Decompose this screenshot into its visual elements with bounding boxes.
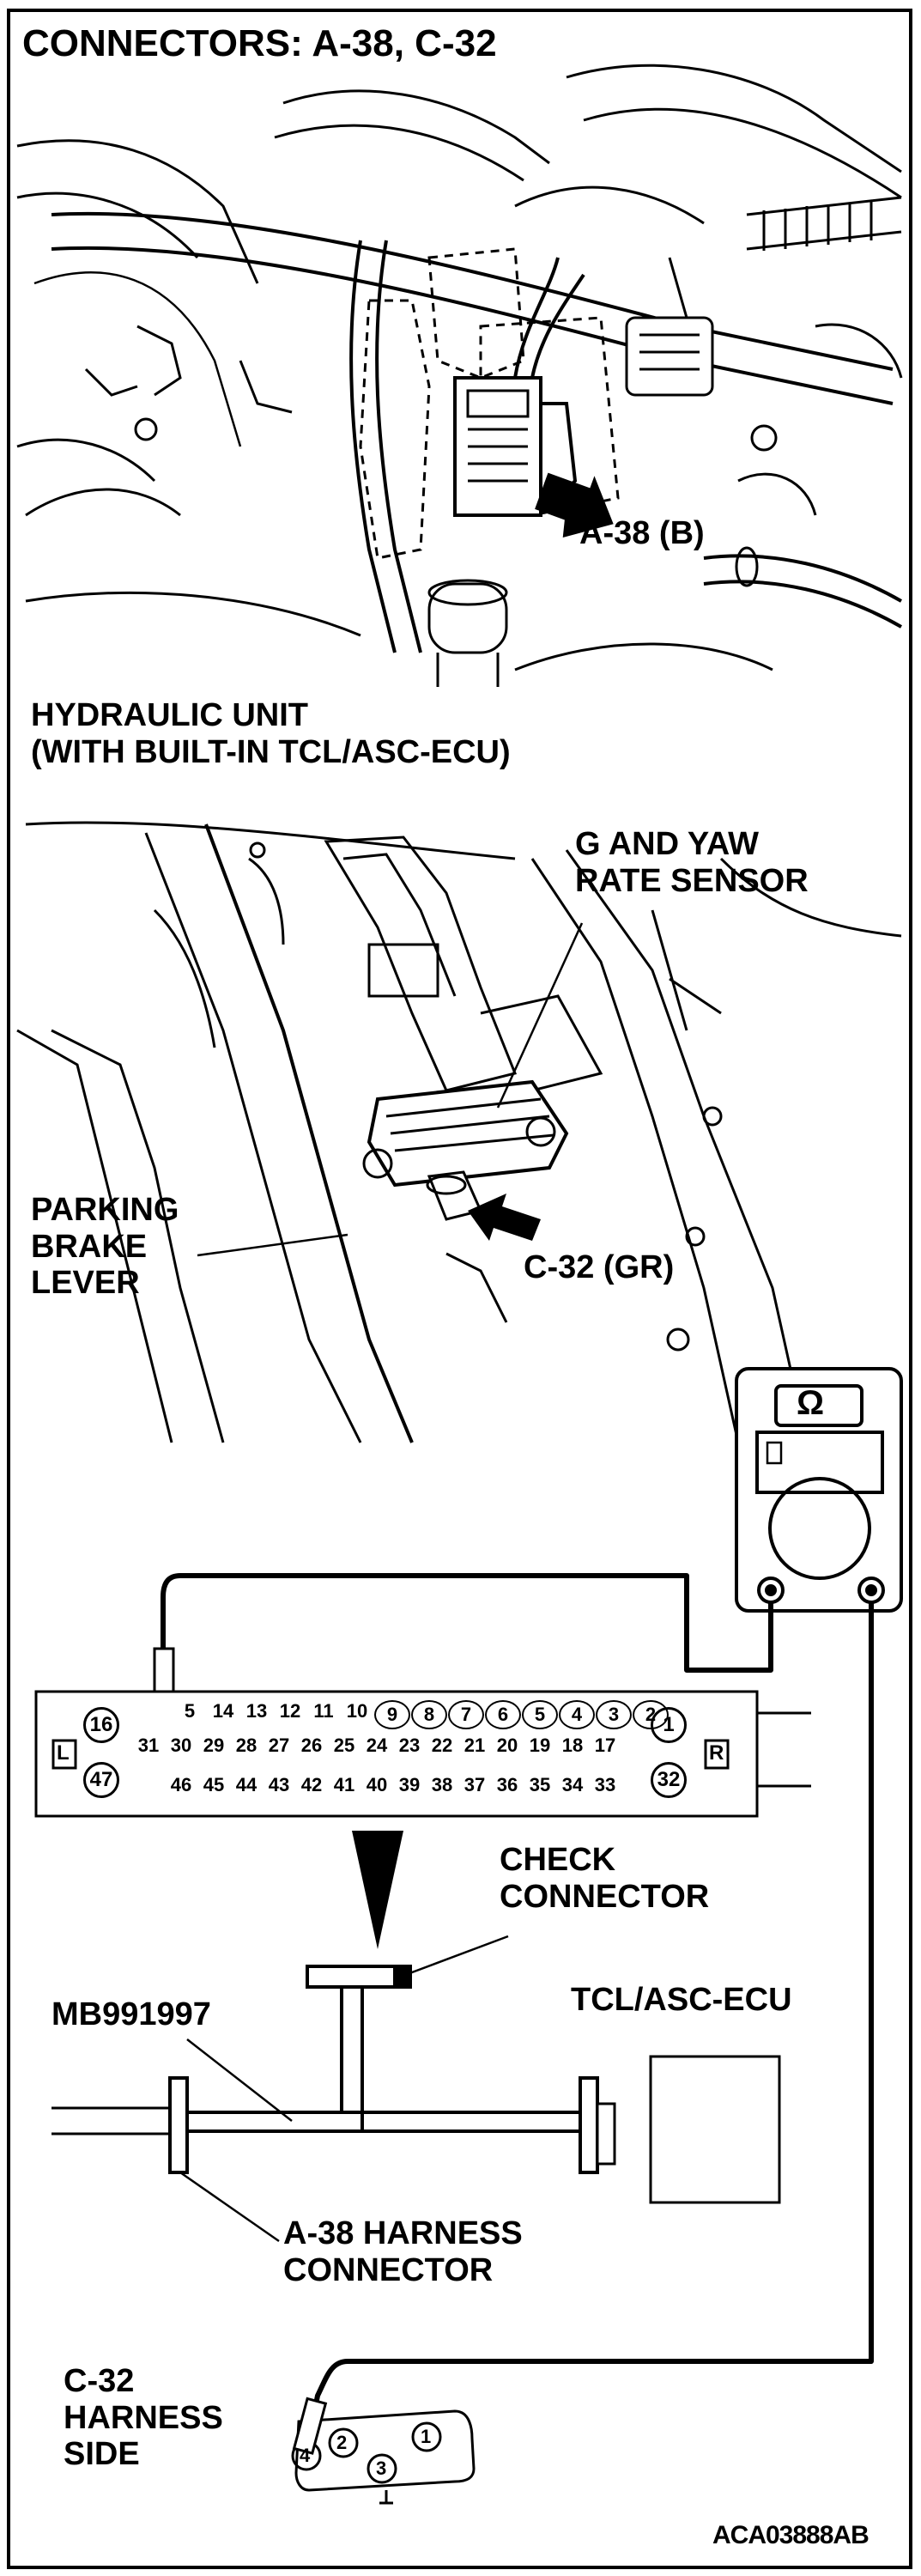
pin-middle-14: 17 <box>594 1735 616 1756</box>
c32-pin-1: 1 <box>421 2426 432 2447</box>
pin-top-11: 4 <box>559 1700 595 1729</box>
pin-bottom-9: 37 <box>464 1774 486 1795</box>
pin-middle-10: 21 <box>464 1735 486 1756</box>
label-c32-connector: C-32 (GR) <box>524 1249 675 1285</box>
right-column: 1 32 <box>651 1707 688 1798</box>
ohm-symbol: Ω <box>797 1384 825 1422</box>
pin-top-2: 13 <box>245 1700 268 1722</box>
pin-middle-1: 30 <box>170 1735 192 1756</box>
label-ecu: TCL/ASC-ECU <box>571 1982 792 2018</box>
label-check-connector: CHECK CONNECTOR <box>500 1842 710 1915</box>
pin-middle-7: 24 <box>366 1735 388 1756</box>
leader-lines <box>197 922 584 1257</box>
pin-middle-11: 20 <box>496 1735 518 1756</box>
schematic-leaders <box>179 1935 509 2243</box>
pin-middle-0: 31 <box>137 1735 160 1756</box>
tool-schematic <box>52 1965 781 2204</box>
c32-harness-connector <box>291 2397 476 2505</box>
label-g-yaw-sensor: G AND YAW RATE SENSOR <box>575 826 809 899</box>
pin-bottom-12: 34 <box>561 1774 584 1795</box>
c32-pin-2: 2 <box>336 2432 348 2453</box>
pin-top-8: 7 <box>448 1700 484 1729</box>
label-a38-connector: A-38 (B) <box>579 515 705 551</box>
ohmmeter <box>735 1367 903 1613</box>
label-hydraulic-unit: HYDRAULIC UNIT (WITH BUILT-IN TCL/ASC-EC… <box>31 697 511 770</box>
pin-47: 47 <box>83 1762 119 1798</box>
pin-bottom-4: 42 <box>300 1774 323 1795</box>
pin-bottom-1: 45 <box>203 1774 225 1795</box>
pin-middle-5: 26 <box>300 1735 323 1756</box>
pin-bottom-2: 44 <box>235 1774 258 1795</box>
pin-middle-8: 23 <box>398 1735 421 1756</box>
c32-pointer-arrow <box>468 1194 541 1241</box>
label-c32-harness: C-32 HARNESS SIDE <box>64 2363 223 2473</box>
c32-pin-3: 3 <box>376 2458 387 2479</box>
pin-top-3: 12 <box>279 1700 301 1722</box>
left-marker: L <box>57 1741 70 1765</box>
pin-middle-12: 19 <box>529 1735 551 1756</box>
pin-bottom-10: 36 <box>496 1774 518 1795</box>
pin-top-4: 11 <box>313 1700 334 1722</box>
probe-wires <box>161 1573 874 2439</box>
pin-bottom-11: 35 <box>529 1774 551 1795</box>
page-title: CONNECTORS: A-38, C-32 <box>22 22 497 64</box>
engine-bay-illustration <box>16 64 903 687</box>
pin-middle-9: 22 <box>431 1735 453 1756</box>
pin-top-0: 5 <box>184 1700 196 1722</box>
pin-top-6: 9 <box>374 1700 410 1729</box>
connection-pointer <box>352 1831 403 1949</box>
pin-middle-3: 28 <box>235 1735 258 1756</box>
console-illustration <box>16 821 902 1443</box>
pin-16: 16 <box>83 1707 119 1743</box>
left-column: 16 47 <box>83 1707 121 1798</box>
figure-code: ACA03888AB <box>712 2521 869 2549</box>
label-a38-harness: A-38 HARNESS CONNECTOR <box>283 2215 523 2288</box>
pin-middle-6: 25 <box>333 1735 355 1756</box>
right-marker: R <box>709 1741 724 1765</box>
pin-top-5: 10 <box>346 1700 368 1722</box>
pin-top-7: 8 <box>411 1700 447 1729</box>
figure-frame <box>7 9 912 2569</box>
pin-middle-2: 29 <box>203 1735 225 1756</box>
pin-bottom-5: 41 <box>333 1774 355 1795</box>
pin-middle-4: 27 <box>268 1735 290 1756</box>
pin-bottom-3: 43 <box>268 1774 290 1795</box>
pin-bottom-6: 40 <box>366 1774 388 1795</box>
pin-32: 32 <box>651 1762 687 1798</box>
pin-top-13: 2 <box>633 1700 669 1729</box>
label-parking-brake: PARKING BRAKE LEVER <box>31 1192 179 1302</box>
c32-pin-4: 4 <box>300 2445 311 2466</box>
pin-top-12: 3 <box>596 1700 632 1729</box>
pin-row-middle: 31 30 29 28 27 26 25 24 23 22 21 20 19 18 17 <box>132 1735 621 1757</box>
pin-row-bottom: 46 45 44 43 42 41 40 39 38 37 36 35 34 33 <box>165 1774 621 1796</box>
label-tool: MB991997 <box>52 1996 211 2032</box>
a38-pointer-arrow <box>535 472 614 538</box>
pin-top-9: 6 <box>485 1700 521 1729</box>
pin-top-1: 14 <box>212 1700 234 1722</box>
pin-bottom-8: 38 <box>431 1774 453 1795</box>
pin-middle-13: 18 <box>561 1735 584 1756</box>
pin-bottom-0: 46 <box>170 1774 192 1795</box>
pin-top-10: 5 <box>522 1700 558 1729</box>
pin-bottom-13: 33 <box>594 1774 616 1795</box>
pin-bottom-7: 39 <box>398 1774 421 1795</box>
